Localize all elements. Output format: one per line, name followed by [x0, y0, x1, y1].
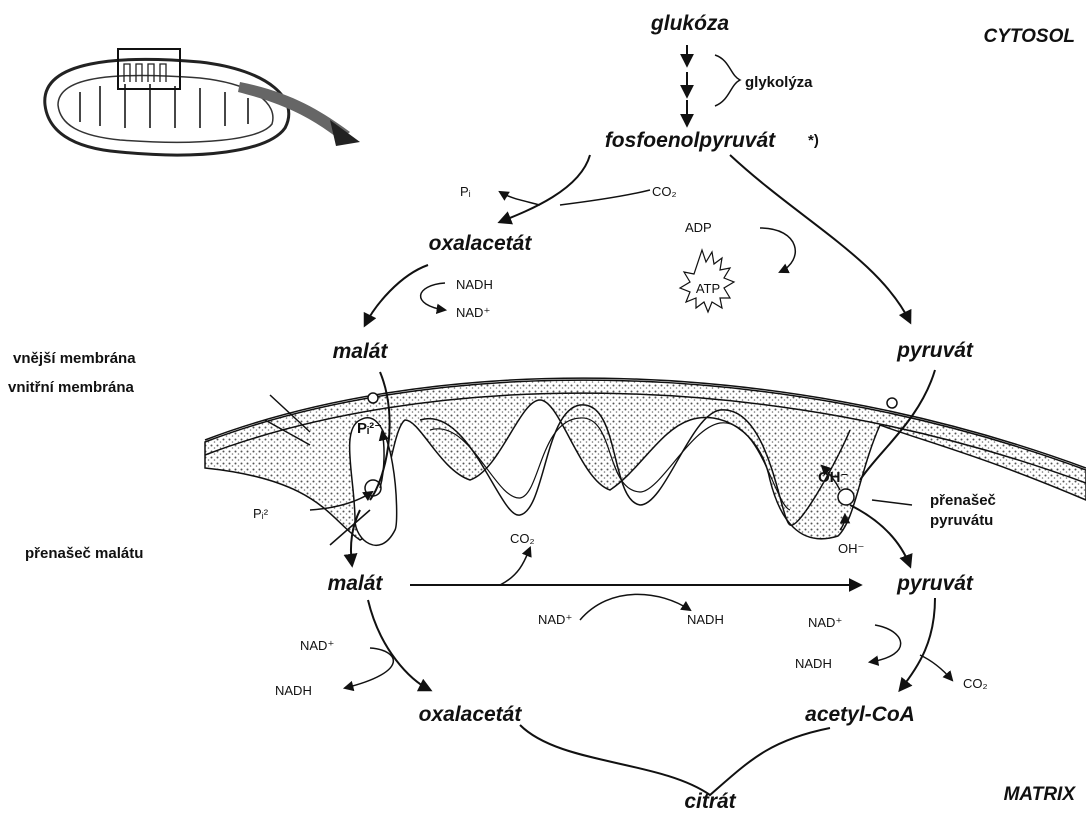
malate-cytosol-label: malát	[333, 340, 389, 363]
acetyl-coa-label: acetyl-CoA	[805, 703, 915, 726]
nad-left-label: NAD⁺	[300, 638, 334, 653]
pi-matrix-label: Pᵢ²	[253, 506, 269, 521]
pyruvate-cytosol-label: pyruvát	[896, 339, 974, 362]
pep-label: fosfoenolpyruvát	[605, 129, 776, 152]
pep-note: *)	[808, 132, 819, 149]
oxaloacetate-cytosol-label: oxalacetát	[429, 232, 533, 255]
inner-membrane-label: vnitřní membrána	[8, 379, 135, 396]
zoom-arrow-icon	[238, 82, 360, 146]
cytosol-label: CYTOSOL	[984, 26, 1076, 47]
co2-mid-label: CO₂	[510, 531, 535, 546]
nadh-mid-label: NADH	[687, 612, 724, 627]
co2-right-label: CO₂	[963, 676, 988, 691]
mitochondrion-thumbnail-icon	[45, 49, 289, 155]
nadh-left-label: NADH	[275, 683, 312, 698]
membrane-pore-icon	[887, 398, 897, 408]
adp-label: ADP	[685, 220, 712, 235]
outer-membrane-label: vnější membrána	[13, 350, 136, 367]
pyruvate-carrier-label-line1: přenašeč	[930, 492, 996, 509]
matrix-label: MATRIX	[1004, 784, 1077, 805]
pyruvate-matrix-label: pyruvát	[896, 572, 974, 595]
co2-top-label: CO₂	[652, 184, 677, 199]
oxaloacetate-matrix-label: oxalacetát	[419, 703, 523, 726]
glycolysis-label: glykolýza	[745, 74, 813, 91]
oh-membrane-label: OH⁻	[818, 469, 848, 486]
nadh-cytosol-label: NADH	[456, 277, 493, 292]
nad-mid-label: NAD⁺	[538, 612, 572, 627]
pyruvate-carrier-icon	[838, 489, 854, 505]
glucose-label: glukóza	[650, 12, 729, 35]
citrate-label: citrát	[684, 790, 736, 813]
pi-membrane-label: Pᵢ²⁻	[357, 420, 382, 437]
malate-matrix-label: malát	[328, 572, 384, 595]
nadh-right-label: NADH	[795, 656, 832, 671]
malate-carrier-label: přenašeč malátu	[25, 545, 143, 562]
membrane-pore-icon	[368, 393, 378, 403]
oh-matrix-label: OH⁻	[838, 541, 864, 556]
pi-top-label: Pᵢ	[460, 184, 471, 199]
atp-label: ATP	[696, 281, 720, 296]
nad-cytosol-label: NAD⁺	[456, 305, 490, 320]
nad-right-label: NAD⁺	[808, 615, 842, 630]
pyruvate-carrier-label-line2: pyruvátu	[930, 512, 993, 529]
